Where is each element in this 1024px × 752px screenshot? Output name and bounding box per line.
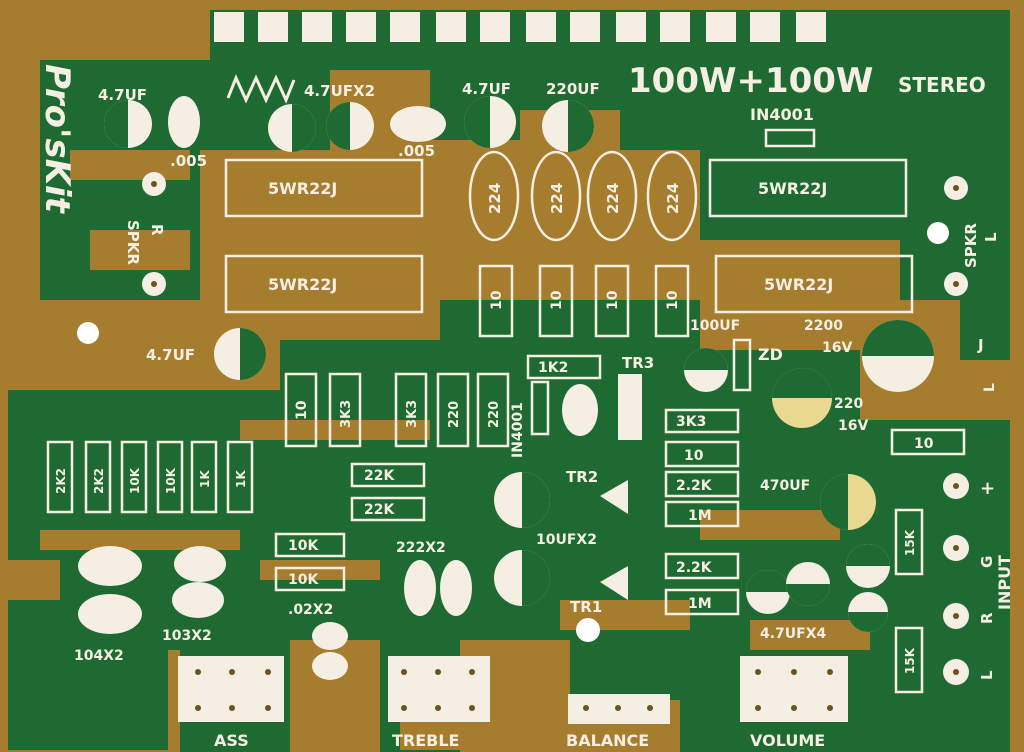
zd-label: ZD <box>758 345 783 364</box>
r3k3-1-label: 3K3 <box>339 400 354 428</box>
c224-1-label: 224 <box>486 183 504 214</box>
r10k-2-label: 10K <box>288 572 319 588</box>
brand-label: Pro'sKit <box>37 64 77 215</box>
r-label: R <box>978 612 996 624</box>
film-capacitor-outlines <box>468 150 698 242</box>
r10-3-label: 10 <box>605 290 621 310</box>
cap-103x2-label: 103X2 <box>162 628 212 644</box>
spkr-r-side-label: R <box>148 224 166 236</box>
c224-2-label: 224 <box>548 183 566 214</box>
r1k-1-label: 1K <box>198 470 212 488</box>
r22-1-label: 2.2K <box>676 478 713 494</box>
cap-220uf-label: 220UF <box>546 80 600 98</box>
res-5wr-1-label: 5WR22J <box>268 179 337 198</box>
r3k3-2-label: 3K3 <box>405 400 420 428</box>
r2k2-1-label: 2K2 <box>54 468 68 494</box>
l-label: L <box>978 670 996 680</box>
r1m-2-label: 1M <box>688 596 712 612</box>
r15k-2-label: 15K <box>903 647 917 674</box>
l-top-label: L <box>982 383 998 392</box>
c224-3-label: 224 <box>604 183 622 214</box>
g-label: G <box>978 556 996 568</box>
r1k2-label: 1K2 <box>538 360 568 376</box>
resistor-symbol <box>226 74 296 104</box>
cap-47uf-a-label: 4.7UF <box>98 86 147 104</box>
cap-47ufx4-label: 4.7UFX4 <box>760 626 827 642</box>
j-label: J <box>977 336 984 354</box>
cap-02x2-label: .02X2 <box>288 602 333 618</box>
mounting-holes <box>77 222 949 642</box>
drill-holes <box>151 181 959 711</box>
plus-label: + <box>980 478 995 499</box>
edge-connector <box>214 12 826 42</box>
cap-470uf-label: 470UF <box>760 478 810 494</box>
r22k-1-label: 22K <box>364 468 395 484</box>
spkr-l-side-label: L <box>982 232 1000 242</box>
cap-47uf-b-label: 4.7UF <box>462 80 511 98</box>
res-5wr-3-label: 5WR22J <box>758 179 827 198</box>
c224-4-label: 224 <box>664 183 682 214</box>
r10-4-label: 10 <box>665 290 681 310</box>
in4001-mid-label: IN4001 <box>510 402 526 458</box>
silkscreen-text: 100W+100W STEREO Pro'sKit IN4001 IN4001 … <box>37 61 1014 750</box>
tr1-label: TR1 <box>570 598 602 616</box>
ceramic-capacitors <box>78 96 598 680</box>
tr3-label: TR3 <box>622 354 654 372</box>
r10-6-label: 10 <box>684 448 704 464</box>
cap-100uf-label: 100UF <box>690 318 740 334</box>
cap-104x2-label: 104X2 <box>74 648 124 664</box>
volume-label: VOLUME <box>750 731 825 750</box>
bass-label: ASS <box>214 731 249 750</box>
cap-16v-a-label: 16V <box>822 340 852 356</box>
r10k-1-label: 10K <box>288 538 319 554</box>
spkr-l-label: SPKR <box>962 223 980 268</box>
title-label: 100W+100W <box>628 61 873 101</box>
cap-10ufx2-label: 10UFX2 <box>536 532 597 548</box>
r220-2-label: 220 <box>487 401 502 428</box>
in4001-top-label: IN4001 <box>750 105 814 124</box>
electrolytic-capacitors <box>104 96 934 632</box>
r10-2-label: 10 <box>549 290 565 310</box>
cap-005-a-label: .005 <box>170 152 207 170</box>
r10-7-label: 10 <box>914 436 934 452</box>
r3k3-3-label: 3K3 <box>676 414 706 430</box>
res-5wr-2-label: 5WR22J <box>268 275 337 294</box>
balance-label: BALANCE <box>566 731 649 750</box>
cap-2200-label: 2200 <box>804 318 843 334</box>
cap-220-label: 220 <box>834 396 863 412</box>
r220-1-label: 220 <box>447 401 462 428</box>
r1k-2-label: 1K <box>234 470 248 488</box>
stereo-label: STEREO <box>898 73 986 97</box>
cap-47ufx2-label: 4.7UFX2 <box>304 82 375 100</box>
r22-2-label: 2.2K <box>676 560 713 576</box>
transistors <box>600 374 642 600</box>
r10k-4-label: 10K <box>164 467 178 494</box>
r15k-1-label: 15K <box>903 529 917 556</box>
spkr-r-label: SPKR <box>124 220 142 265</box>
treble-label: TREBLE <box>392 731 459 750</box>
cap-222x2-label: 222X2 <box>396 540 446 556</box>
r10k-3-label: 10K <box>128 467 142 494</box>
r10-5-label: 10 <box>294 400 310 420</box>
resistor-outlines <box>46 128 966 694</box>
r10-1-label: 10 <box>489 290 505 310</box>
res-5wr-4-label: 5WR22J <box>764 275 833 294</box>
cap-16v-b-label: 16V <box>838 418 868 434</box>
cap-005-b-label: .005 <box>398 142 435 160</box>
r2k2-2-label: 2K2 <box>92 468 106 494</box>
cap-47uf-c-label: 4.7UF <box>146 346 195 364</box>
input-label: INPUT <box>995 555 1014 610</box>
tr2-label: TR2 <box>566 468 598 486</box>
r1m-1-label: 1M <box>688 508 712 524</box>
r22k-2-label: 22K <box>364 502 395 518</box>
